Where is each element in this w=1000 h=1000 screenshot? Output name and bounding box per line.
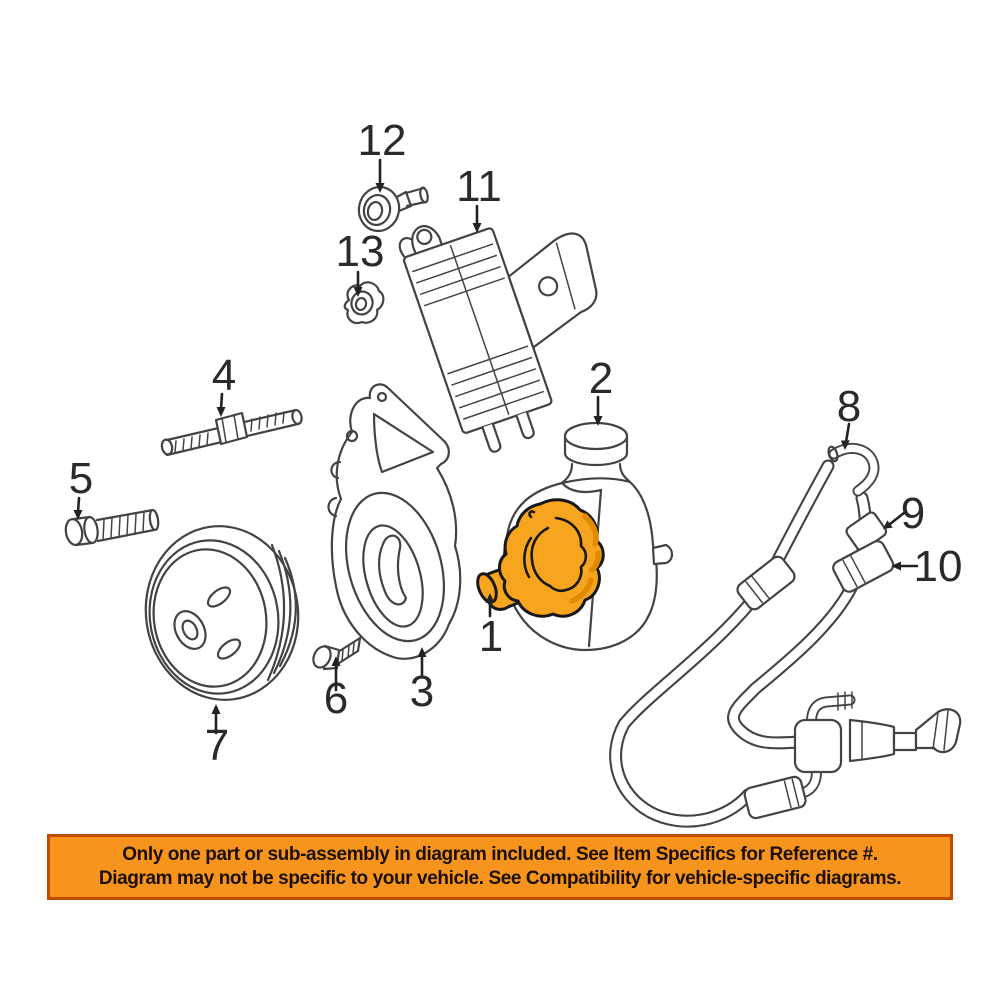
arrow-8 [840,422,851,450]
part-nut-13 [343,281,385,325]
callout-13: 13 [336,227,385,276]
callout-7: 7 [205,721,229,770]
notice-banner: Only one part or sub-assembly in diagram… [47,834,953,900]
arrow-12 [375,158,385,193]
arrow-5 [73,496,83,520]
arm-hole [538,276,559,297]
arrow-11 [472,204,482,233]
arrow-13 [353,270,363,297]
part-ferrule-10 [832,540,895,593]
part-pump-1-highlighted [476,498,605,618]
part-stud-4 [160,408,303,457]
pulley-hub-hole [173,610,207,650]
arrow-6 [331,656,341,692]
callout-numbers: 12 13 11 4 5 2 8 9 10 1 3 6 7 [69,116,963,770]
callout-5: 5 [69,454,93,503]
callout-2: 2 [589,354,613,403]
callout-8: 8 [837,382,861,431]
bracket-hole [345,429,359,443]
part-bolt-5 [64,508,160,547]
callout-10: 10 [914,542,963,591]
part-bracket-3 [327,383,462,660]
arrow-7 [211,704,221,735]
hose-junction [743,691,962,820]
callout-12: 12 [358,116,407,165]
callout-1: 1 [479,612,503,661]
callout-arrows [73,158,919,735]
arrow-4 [216,392,226,417]
notice-line-1: Only one part or sub-assembly in diagram… [122,844,878,865]
callout-9: 9 [901,489,925,538]
arrow-1 [485,593,495,618]
arrow-3 [417,647,427,678]
notice-line-2: Diagram may not be specific to your vehi… [98,868,902,889]
hose-assembly [609,442,962,828]
mount-hole [416,228,433,246]
callout-11: 11 [456,162,502,211]
part-pulley-7 [144,525,300,701]
hose-connector [736,555,796,611]
callout-6: 6 [324,674,348,723]
arrow-2 [593,395,603,426]
arm [507,232,598,349]
arrow-9 [883,511,906,529]
reservoir-tab [651,543,674,566]
part-bolt-12 [357,185,429,233]
arrow-10 [891,561,919,571]
part-hose-end-8 [827,442,880,497]
callout-4: 4 [212,351,236,400]
callout-3: 3 [410,667,434,716]
threaded-nut-end [914,708,962,754]
part-cooler-11 [398,225,598,453]
